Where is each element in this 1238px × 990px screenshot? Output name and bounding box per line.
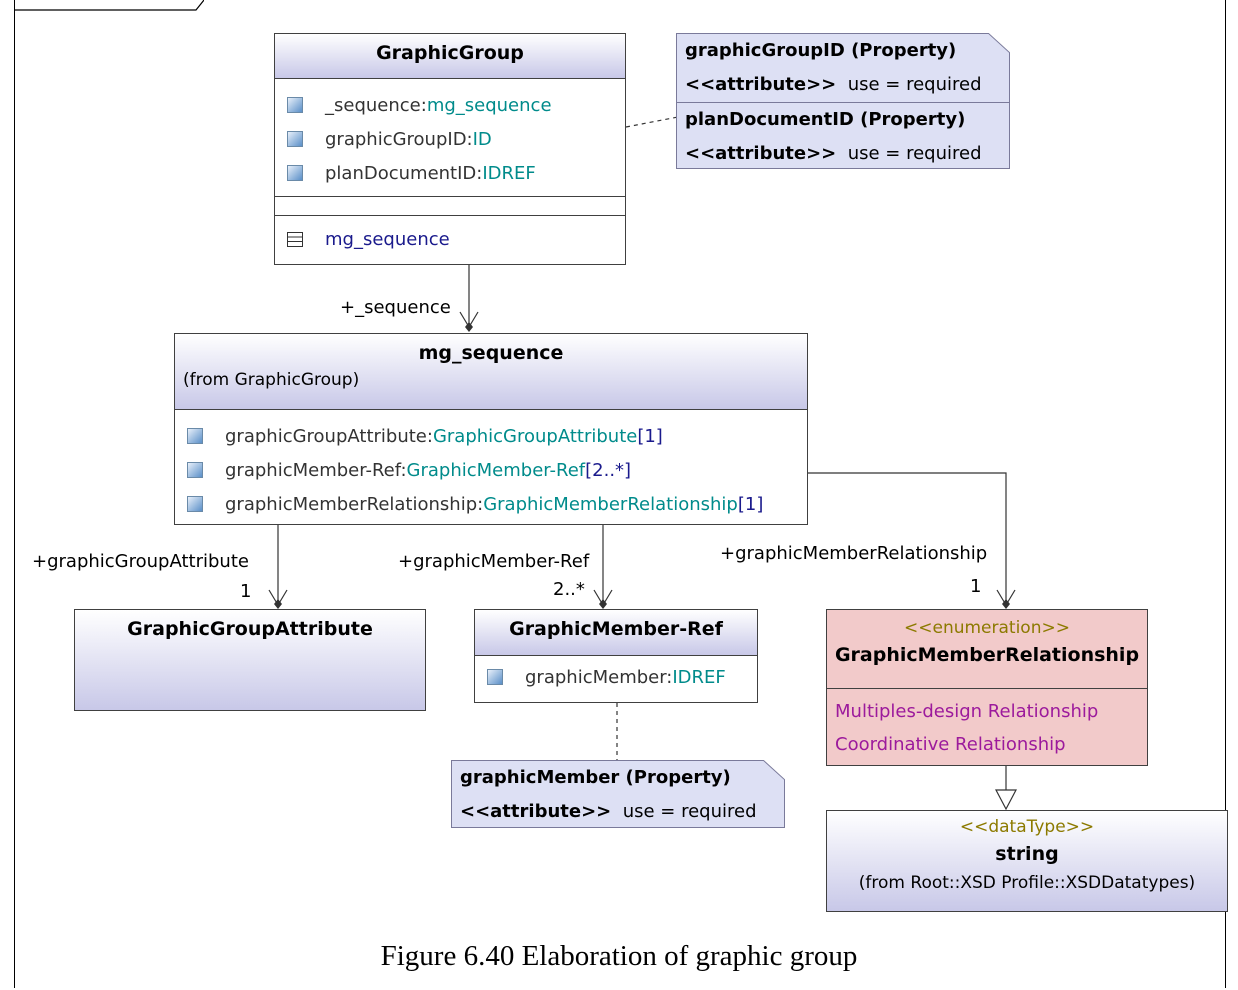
figure-caption: Figure 6.40 Elaboration of graphic group [380,940,858,972]
class-origin: (from Root::XSD Profile::XSDDatatypes) [858,873,1196,893]
attribute-row[interactable]: _sequence:mg_sequence [275,89,625,123]
note-title: planDocumentID (Property) [677,102,1009,137]
class-name: GraphicMemberRelationship [834,644,1140,666]
note-title: graphicGroupID (Property) [685,40,957,61]
graphic-member-relationship-enum[interactable]: <<enumeration>> GraphicMemberRelationshi… [826,609,1148,766]
stereotype-label: <<dataType>> [959,817,1095,837]
class-origin: (from GraphicGroup) [183,370,360,390]
attribute-row[interactable]: graphicMemberRelationship:GraphicMemberR… [175,488,807,522]
class-name: GraphicGroupAttribute [127,618,373,640]
member-property-note[interactable]: graphicMember (Property) <<attribute>> u… [451,760,785,828]
string-datatype-class[interactable]: <<dataType>> string (from Root::XSD Prof… [826,810,1228,912]
class-name: GraphicGroup [376,42,524,64]
attribute-row[interactable]: graphicGroupID:ID [275,123,625,157]
class-name: string [995,843,1059,865]
nested-compartment: mg_sequence [275,215,625,265]
note-fold-corner [988,33,1010,53]
attribute-icon [287,165,303,181]
attribute-icon [287,97,303,113]
member-relationship-association [808,472,1007,605]
attribute-row[interactable]: planDocumentID:IDREF [275,157,625,191]
role-sequence-label: +_sequence [340,297,451,318]
role-member-relationship-label: +graphicMemberRelationship [720,543,988,564]
attribute-icon [487,669,503,685]
operation-compartment [275,196,625,215]
attribute-compartment: graphicMember:IDREF [475,655,757,695]
class-header: <<dataType>> string (from Root::XSD Prof… [827,811,1227,911]
enum-literal[interactable]: Coordinative Relationship [835,734,1066,755]
literal-compartment: Multiples-design Relationship Coordinati… [827,688,1147,761]
nested-class-row[interactable]: mg_sequence [275,223,625,257]
class-name: GraphicMember-Ref [509,618,723,640]
mg-sequence-class[interactable]: mg_sequence (from GraphicGroup) graphicG… [174,333,808,525]
attribute-icon [187,496,203,512]
diagram-frame [14,0,1226,988]
attribute-row[interactable]: graphicGroupAttribute:GraphicGroupAttrib… [175,420,807,454]
note-fold-corner [763,760,785,780]
role-member-ref-label: +graphicMember-Ref [398,551,590,572]
group-note-link [625,116,679,128]
nested-class-icon [287,232,303,247]
enum-literal[interactable]: Multiples-design Relationship [835,701,1099,722]
enum-header: <<enumeration>> GraphicMemberRelationshi… [827,610,1147,688]
attribute-row[interactable]: graphicMember-Ref:GraphicMember-Ref[2..*… [175,454,807,488]
role-group-attribute-mult: 1 [240,581,252,602]
note-title: graphicMember (Property) [460,767,731,788]
note-attribute-row: <<attribute>> use = required [460,801,757,822]
frame-tab [14,0,204,11]
class-header: GraphicMember-Ref [475,610,757,655]
class-name: mg_sequence [418,342,564,364]
role-member-relationship-mult: 1 [970,576,982,597]
mg-sequence-header: mg_sequence (from GraphicGroup) [175,334,807,409]
attribute-icon [287,131,303,147]
graphic-group-class[interactable]: GraphicGroup _sequence:mg_sequence graph… [274,33,626,265]
attribute-icon [187,462,203,478]
attribute-compartment: graphicGroupAttribute:GraphicGroupAttrib… [175,409,807,522]
note-attribute-row: <<attribute>> use = required [685,74,982,95]
attribute-row[interactable]: graphicMember:IDREF [475,661,757,695]
note-attribute-row: <<attribute>> use = required [685,143,982,164]
group-property-note[interactable]: graphicGroupID (Property) <<attribute>> … [676,33,1010,169]
class-header: GraphicGroupAttribute [75,610,425,710]
attribute-icon [187,428,203,444]
graphic-member-ref-class[interactable]: GraphicMember-Ref graphicMember:IDREF [474,609,758,703]
role-member-ref-mult: 2..* [553,579,585,600]
graphic-group-header: GraphicGroup [275,34,625,78]
graphic-group-attribute-class[interactable]: GraphicGroupAttribute [74,609,426,711]
attribute-compartment: _sequence:mg_sequence graphicGroupID:ID … [275,78,625,196]
generalization-arrowhead [995,789,1017,811]
role-group-attribute-label: +graphicGroupAttribute [32,551,249,572]
stereotype-label: <<enumeration>> [904,618,1070,638]
